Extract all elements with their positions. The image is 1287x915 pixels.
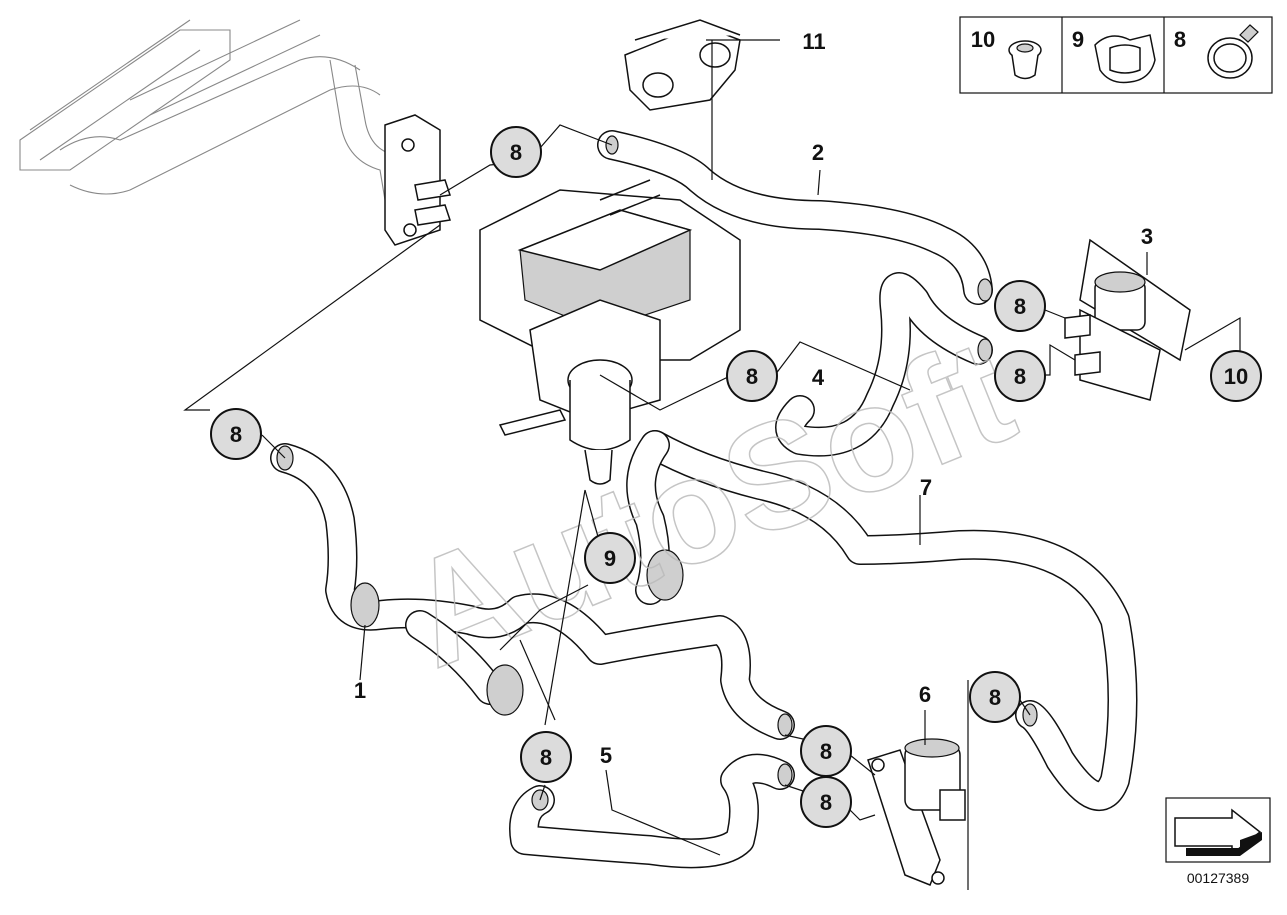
callout-8-b[interactable]: 8 [210,408,262,460]
part-label-1[interactable]: 1 [354,678,366,703]
auxiliary-heater-unit [479,179,741,485]
callout-8-a[interactable]: 8 [490,126,542,178]
callout-8-e-label: 8 [746,364,758,389]
callout-8-i[interactable]: 8 [520,731,572,783]
background-heater-core [19,19,396,231]
hose-2 [597,130,993,305]
leader-lines [183,39,1241,890]
part-label-3[interactable]: 3 [1141,224,1153,249]
small-parts-legend: 10 9 8 [959,16,1273,94]
callout-8-c[interactable]: 8 [994,280,1046,332]
direction-indicator [1165,797,1271,863]
part-label-2[interactable]: 2 [812,140,824,165]
callout-8-d[interactable]: 8 [994,350,1046,402]
callout-8-h[interactable]: 8 [800,776,852,828]
hose-1 [270,443,795,740]
electric-pump-6 [867,738,966,886]
legend-item-8[interactable]: 8 [1174,24,1259,79]
hose-clamp-icon [1207,24,1259,79]
hose-5 [509,753,795,869]
callout-8-b-label: 8 [230,422,242,447]
callout-8-f[interactable]: 8 [969,671,1021,723]
bracket-11 [624,19,741,111]
part-label-4[interactable]: 4 [812,365,825,390]
legend-item-10[interactable]: 10 [971,27,1042,80]
legend-label-9: 9 [1072,27,1084,52]
callout-10-label: 10 [1224,364,1248,389]
callout-9-label: 9 [604,546,616,571]
callout-9[interactable]: 9 [584,532,636,584]
grommet-icon [1008,40,1042,80]
document-number: 00127389 [1187,870,1250,886]
hose-clip-icon [1094,34,1156,84]
legend-label-8: 8 [1174,27,1186,52]
callout-8-i-label: 8 [540,745,552,770]
callout-8-g[interactable]: 8 [800,725,852,777]
part-label-11[interactable]: 11 [802,29,825,54]
legend-item-9[interactable]: 9 [1072,27,1156,84]
callout-8-g-label: 8 [820,739,832,764]
part-label-6[interactable]: 6 [919,682,931,707]
callout-8-e[interactable]: 8 [726,350,778,402]
callout-8-a-label: 8 [510,140,522,165]
heater-flange [384,114,451,246]
forward-arrow-icon [1174,808,1262,856]
part-label-7[interactable]: 7 [920,475,932,500]
callout-10[interactable]: 10 [1210,350,1262,402]
callout-8-d-label: 8 [1014,364,1026,389]
callout-8-f-label: 8 [989,685,1001,710]
legend-label-10: 10 [971,27,995,52]
hose-4 [775,272,993,457]
hose-clamps [276,135,1038,811]
callout-8-h-label: 8 [820,790,832,815]
part-label-5[interactable]: 5 [600,743,612,768]
callout-8-c-label: 8 [1014,294,1026,319]
water-valve-3 [1064,238,1191,401]
